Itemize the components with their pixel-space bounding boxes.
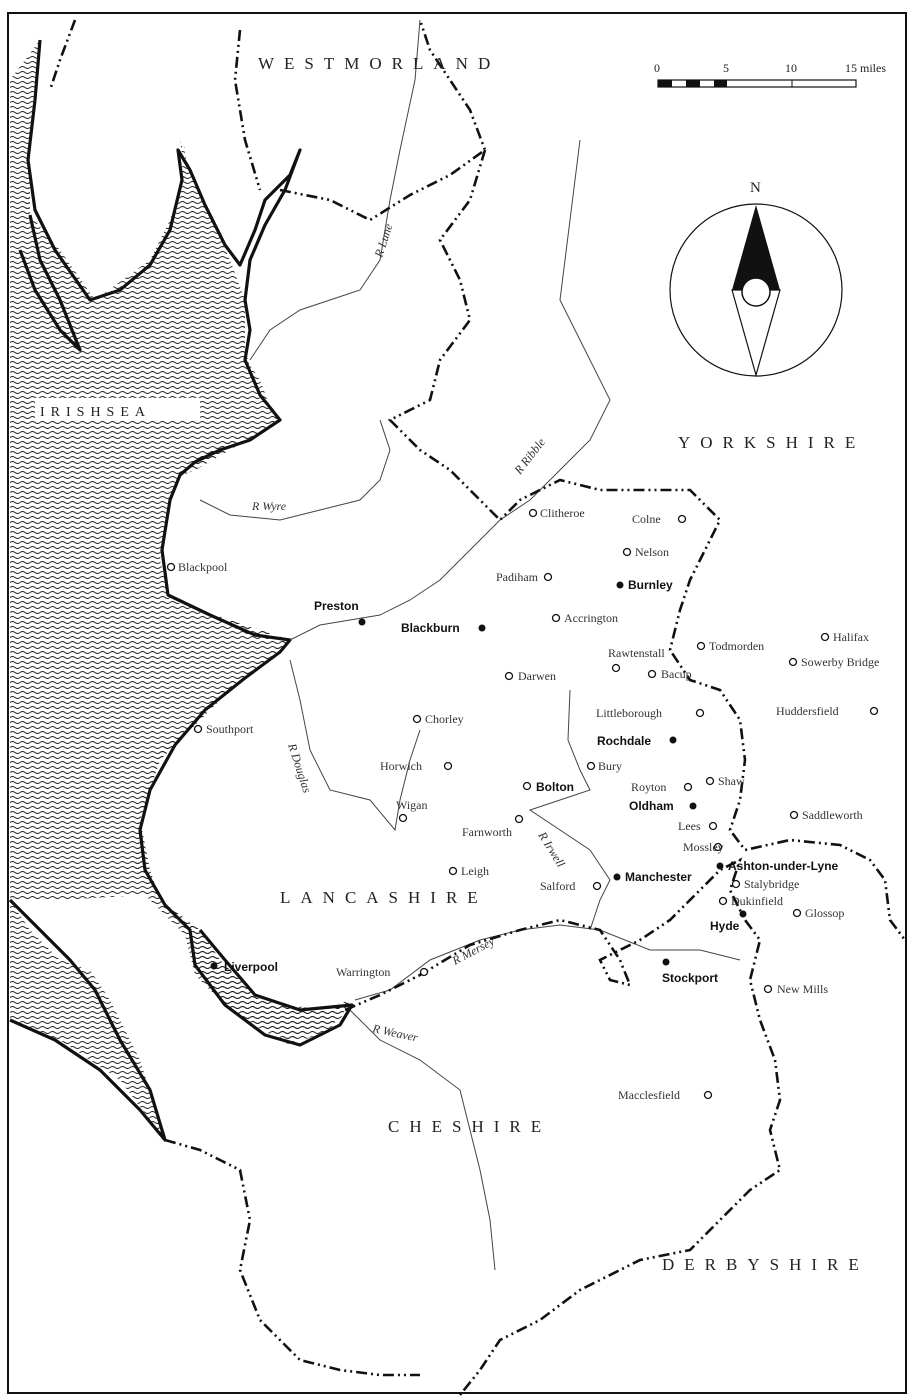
town-stalybridge: Stalybridge xyxy=(744,877,799,891)
town-blackburn: Blackburn xyxy=(401,621,460,635)
coastline xyxy=(26,39,354,1047)
town-rochdale: Rochdale xyxy=(597,734,651,748)
region-westmorland: WESTMORLAND xyxy=(258,54,500,73)
town-hyde: Hyde xyxy=(710,919,740,933)
town-horwich: Horwich xyxy=(380,759,422,773)
river-weaver-label: R Weaver xyxy=(370,1021,419,1045)
compass-rose: N xyxy=(669,180,843,378)
river-irwell-label: R Irwell xyxy=(535,828,568,870)
scale-label-15: 15 miles xyxy=(845,61,886,75)
town-wigan: Wigan xyxy=(396,798,428,812)
scale-label-5: 5 xyxy=(723,61,729,75)
town-salford: Salford xyxy=(540,879,575,893)
region-lancashire: LANCASHIRE xyxy=(280,888,488,907)
town-oldham: Oldham xyxy=(629,799,674,813)
town-todmorden: Todmorden xyxy=(709,639,764,653)
town-leigh: Leigh xyxy=(461,864,489,878)
coastline-north xyxy=(18,214,82,352)
town-ashton-under-lyne: Ashton-under-Lyne xyxy=(728,859,839,873)
boundary-yorkshire xyxy=(387,149,907,941)
town-labels: Clitheroe Colne Nelson Padiham Burnley B… xyxy=(178,506,879,1102)
town-padiham: Padiham xyxy=(496,570,539,584)
river-mersey-label: R Mersey xyxy=(449,934,497,969)
town-liverpool: Liverpool xyxy=(224,960,278,974)
river-wyre-line xyxy=(199,419,391,521)
river-wyre-label: R Wyre xyxy=(251,499,287,513)
irish-sea-hatch-main xyxy=(10,100,350,1045)
scale-label-0: 0 xyxy=(654,61,660,75)
river-weaver-line xyxy=(349,1009,496,1271)
town-huddersfield: Huddersfield xyxy=(776,704,839,718)
town-mossley: Mossley xyxy=(683,840,724,854)
town-colne: Colne xyxy=(632,512,661,526)
river-ribble-label: R Ribble xyxy=(511,435,549,478)
town-glossop: Glossop xyxy=(805,906,844,920)
town-rawtenstall: Rawtenstall xyxy=(608,646,665,660)
river-ribble-line xyxy=(289,139,611,641)
town-stockport: Stockport xyxy=(662,971,718,985)
town-nelson: Nelson xyxy=(635,545,669,559)
river-lune-label: R Lune xyxy=(371,221,395,260)
town-shaw: Shaw xyxy=(718,774,745,788)
town-accrington: Accrington xyxy=(564,611,618,625)
river-lune-line xyxy=(249,19,421,361)
river-douglas-line xyxy=(289,659,421,832)
map-border xyxy=(7,12,907,1394)
region-irish-sea: IRISHSEA xyxy=(40,405,151,420)
town-preston: Preston xyxy=(314,599,359,613)
scale-bar: 0 5 10 15 miles xyxy=(654,61,886,88)
town-sowerby-bridge: Sowerby Bridge xyxy=(801,655,879,669)
town-farnworth: Farnworth xyxy=(462,825,512,839)
boundary-cheshire xyxy=(344,857,782,1396)
river-irwell-line xyxy=(528,689,611,931)
town-clitheroe: Clitheroe xyxy=(540,506,585,520)
town-new-mills: New Mills xyxy=(777,982,828,996)
scale-label-10: 10 xyxy=(785,61,797,75)
town-bolton: Bolton xyxy=(536,780,574,794)
town-chorley: Chorley xyxy=(425,712,464,726)
town-manchester: Manchester xyxy=(625,870,692,884)
town-warrington: Warrington xyxy=(336,965,390,979)
coastline-wirral xyxy=(8,898,167,1142)
town-southport: Southport xyxy=(206,722,254,736)
town-littleborough: Littleborough xyxy=(596,706,662,720)
town-lees: Lees xyxy=(678,819,701,833)
town-macclesfield: Macclesfield xyxy=(618,1088,680,1102)
town-saddleworth: Saddleworth xyxy=(802,808,863,822)
town-bury: Bury xyxy=(598,759,622,773)
region-cheshire: CHESHIRE xyxy=(388,1117,551,1136)
town-halifax: Halifax xyxy=(833,630,869,644)
compass-north-label: N xyxy=(750,180,761,196)
town-royton: Royton xyxy=(631,780,666,794)
town-dukinfield: Dukinfield xyxy=(731,894,783,908)
town-bacup: Bacup xyxy=(661,667,692,681)
boundary-cheshire-west xyxy=(164,1138,420,1377)
town-darwen: Darwen xyxy=(518,669,556,683)
town-markers xyxy=(166,508,879,1100)
boundary-westmorland xyxy=(48,19,487,222)
river-mersey-line xyxy=(354,924,741,1001)
town-blackpool: Blackpool xyxy=(178,560,228,574)
town-burnley: Burnley xyxy=(628,578,673,592)
region-derbyshire: DERBYSHIRE xyxy=(662,1255,869,1274)
region-yorkshire: YORKSHIRE xyxy=(678,433,865,452)
